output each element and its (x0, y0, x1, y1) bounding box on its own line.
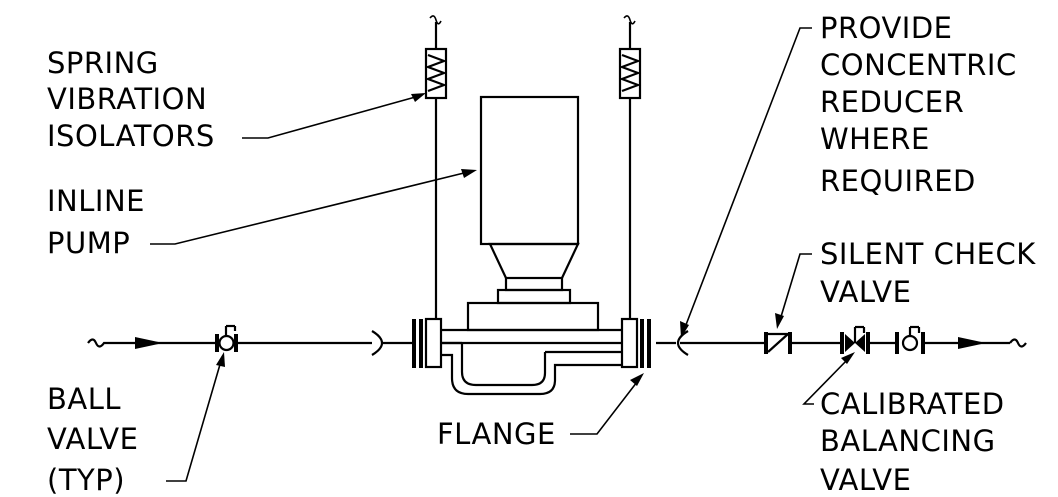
label-ball-line-2: VALVE (47, 422, 138, 456)
label-reducer-line-2: CONCENTRIC (820, 48, 1017, 82)
label-check-line-2: VALVE (820, 275, 911, 309)
label-balancing-line-1: CALIBRATED (820, 387, 1005, 421)
label-ball-valve: BALL VALVE (TYP) (47, 382, 138, 497)
pump-casing (441, 242, 622, 396)
label-reducer-line-4: WHERE (820, 122, 930, 156)
label-reducer-line-1: PROVIDE (820, 11, 953, 45)
label-pump-line-1: INLINE (47, 184, 145, 218)
ball-valve-icon (215, 324, 238, 352)
label-balancing-line-2: BALANCING (820, 424, 996, 458)
pump-motor (479, 95, 580, 246)
label-inline-pump: INLINE PUMP (47, 184, 145, 260)
label-spring-line-3: ISOLATORS (47, 119, 215, 153)
label-concentric-reducer: PROVIDE CONCENTRIC REDUCER WHERE REQUIRE… (820, 11, 1017, 198)
flange-left (412, 317, 443, 369)
label-ball-line-3: (TYP) (47, 463, 125, 497)
label-reducer-line-5: REQUIRED (820, 164, 976, 198)
label-check-line-1: SILENT CHECK (820, 237, 1036, 271)
spring-isolator-right (618, 15, 642, 319)
leader-lines (150, 27, 855, 482)
label-reducer-line-3: REDUCER (820, 85, 964, 119)
spring-isolator-left (424, 15, 448, 319)
label-ball-line-1: BALL (47, 382, 121, 416)
silent-check-valve-icon (764, 332, 792, 354)
balancing-valve-icon (840, 325, 870, 354)
label-spring-line-1: SPRING (47, 46, 159, 80)
label-silent-check-valve: SILENT CHECK VALVE (820, 237, 1036, 309)
label-balancing-line-3: VALVE (820, 463, 911, 497)
label-flange: FLANGE (437, 417, 556, 451)
label-spring-line-2: VIBRATION (47, 82, 207, 116)
label-pump-line-2: PUMP (47, 226, 130, 260)
label-calibrated-balancing-valve: CALIBRATED BALANCING VALVE (820, 387, 1005, 497)
main-pipe (87, 330, 1027, 356)
flange-right (620, 317, 651, 369)
label-spring-vibration-isolators: SPRING VIBRATION ISOLATORS (47, 46, 215, 153)
ball-valve-icon-right (895, 325, 925, 354)
